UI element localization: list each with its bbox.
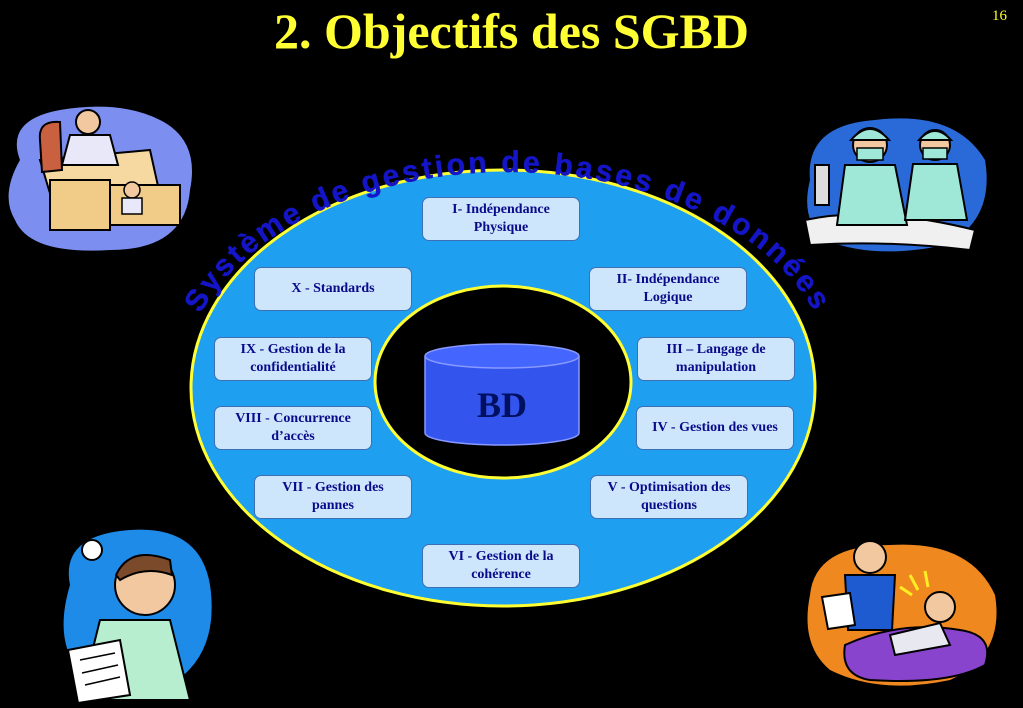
objective-box: IX - Gestion de la confidentialité: [214, 337, 372, 381]
slide-title: 2. Objectifs des SGBD: [274, 3, 749, 59]
page-number: 16: [992, 8, 1007, 24]
objective-box: II- Indépendance Logique: [589, 267, 747, 311]
objective-box: VI - Gestion de la cohérence: [422, 544, 580, 588]
objective-box: V - Optimisation des questions: [590, 475, 748, 519]
database-cylinder-icon: [424, 343, 580, 446]
objective-box: VII - Gestion des pannes: [254, 475, 412, 519]
executive-desk-clipart: [8, 106, 193, 251]
objective-box: I- Indépendance Physique: [422, 197, 580, 241]
surgeons-clipart: [803, 118, 987, 252]
objective-box: IV - Gestion des vues: [636, 406, 794, 450]
center-label: BD: [477, 385, 527, 425]
objective-box: X - Standards: [254, 267, 412, 311]
objective-box: VIII - Concurrence d’accès: [214, 406, 372, 450]
doctor-clipart: [63, 529, 212, 705]
objective-box: III – Langage de manipulation: [637, 337, 795, 381]
psychiatrist-clipart: [807, 540, 997, 686]
